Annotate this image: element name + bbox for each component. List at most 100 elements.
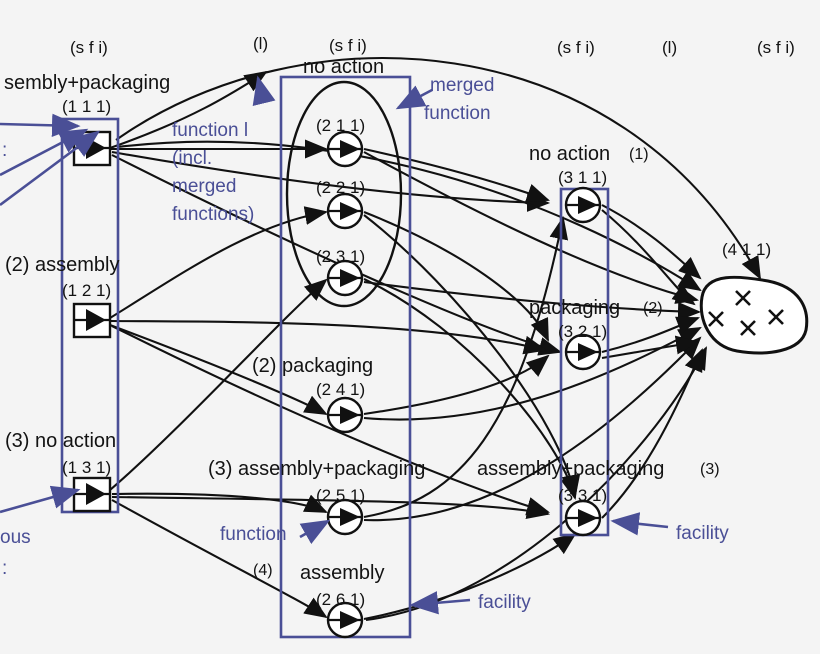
edge <box>601 209 696 306</box>
node-label-n261-num: (4) <box>253 562 273 579</box>
edge <box>363 215 569 519</box>
node-label-n321-num: (2) <box>643 300 663 317</box>
node-label-n111-coord: (1 1 1) <box>62 97 112 116</box>
annotation-arrow <box>395 85 433 110</box>
function-node-221 <box>326 192 364 230</box>
column-header-h4: (s f i) <box>557 38 595 57</box>
node-label-n231-coord: (2 3 1) <box>316 247 366 266</box>
annotation-a-function3: function <box>220 524 287 545</box>
edge <box>111 495 551 520</box>
node-label-n261-coord: (2 6 1) <box>316 590 366 609</box>
node-label-n131-coord: (1 3 1) <box>62 458 112 477</box>
final-node-411 <box>699 275 809 355</box>
edge <box>363 214 581 499</box>
annotation-arrow <box>299 519 331 545</box>
annotation-a-functionl: function l <box>172 120 249 141</box>
column-header-h1: (s f i) <box>70 38 108 57</box>
node-label-n221-coord: (2 2 1) <box>316 178 366 197</box>
node-label-n311-coord: (3 1 1) <box>558 168 608 187</box>
annotation-a-facility1: facility <box>676 523 729 544</box>
node-label-n111-name: sembly+packaging <box>4 72 171 94</box>
annotation-arrows <box>0 75 669 615</box>
node-label-n211-title: no action <box>303 56 385 78</box>
edge <box>601 335 700 360</box>
edge <box>111 150 551 212</box>
annotation-a-facility2: facility <box>478 592 531 613</box>
edge <box>363 278 579 501</box>
annotation-arrow <box>610 512 669 536</box>
edge <box>109 206 329 319</box>
column-header-h6: (s f i) <box>757 38 795 57</box>
edge <box>117 140 702 292</box>
node-label-n311-num: (1) <box>629 146 649 163</box>
node-label-n241-coord: (2 4 1) <box>316 380 366 399</box>
edge <box>111 492 328 513</box>
function-node-311 <box>564 186 602 224</box>
node-label-n411-coord: (4 1 1) <box>722 240 772 259</box>
annotation-arrow <box>0 485 81 514</box>
node-label-n121-coord: (1 2 1) <box>62 281 112 300</box>
annotation-arrow <box>0 130 101 207</box>
node-label-n121-name: (2) assembly <box>5 254 120 276</box>
edge <box>363 336 702 522</box>
edge <box>363 532 577 621</box>
edge <box>111 325 551 516</box>
function-node-231 <box>326 259 364 297</box>
edge <box>363 354 550 416</box>
function-node-321 <box>564 333 602 371</box>
edge <box>363 327 702 421</box>
edge <box>109 278 328 491</box>
edge <box>111 499 328 619</box>
function-node-331 <box>564 499 602 537</box>
column-header-h5: (l) <box>662 38 678 57</box>
edge <box>115 57 762 280</box>
node-label-n211-coord: (2 1 1) <box>316 116 366 135</box>
node-label-n321-coord: (3 2 1) <box>558 322 608 341</box>
edge <box>109 324 328 415</box>
annotation-a-semicolon: : <box>2 558 8 579</box>
annotation-arrow <box>252 75 276 107</box>
edge <box>363 280 702 321</box>
node-label-n241-name: (2) packaging <box>252 355 374 377</box>
annotation-arrow <box>0 113 81 138</box>
node-label-n331-name: assembly+packaging <box>477 458 665 480</box>
annotation-arrow <box>409 591 471 615</box>
edge <box>601 316 700 354</box>
node-label-n321-name: packaging <box>529 297 621 319</box>
node-label-n261-name: assembly <box>300 562 385 584</box>
column-header-h2: (l) <box>253 34 269 53</box>
edges-layer <box>109 57 762 622</box>
node-label-n131-name: (3) no action <box>5 430 117 452</box>
column-header-h3: (s f i) <box>329 36 367 55</box>
annotation-a-merged: merged <box>430 75 495 96</box>
annotation-a-ous: ous <box>0 527 31 548</box>
node-label-n331-coord: (3 3 1) <box>558 486 608 505</box>
edge <box>363 147 550 202</box>
edge <box>365 346 707 622</box>
edge <box>601 204 702 280</box>
node-label-n311-name: no action <box>529 143 611 165</box>
function-node-211 <box>326 130 364 168</box>
annotation-a-colon-l: : <box>2 140 8 161</box>
node-label-n251-name: (3) assembly+packaging <box>208 458 426 480</box>
node-label-n331-num: (3) <box>700 461 720 478</box>
function-node-241 <box>326 396 364 434</box>
annotation-a-functions: functions) <box>172 204 255 225</box>
merged-function-ellipse <box>285 80 403 308</box>
source-node-121 <box>72 302 112 339</box>
edge <box>111 154 563 356</box>
annotation-a-merged2: merged <box>172 176 237 197</box>
annotation-a-incl: (incl. <box>172 148 213 169</box>
source-node-131 <box>72 476 112 513</box>
annotation-a-function2: function <box>424 103 491 124</box>
edge <box>363 151 700 304</box>
node-label-n251-coord: (2 5 1) <box>316 486 366 505</box>
source-nodes <box>72 130 112 513</box>
edge <box>109 319 548 355</box>
edge <box>601 348 703 519</box>
function-node-251 <box>326 498 364 536</box>
function-nodes <box>326 130 602 639</box>
function-node-261 <box>326 601 364 639</box>
